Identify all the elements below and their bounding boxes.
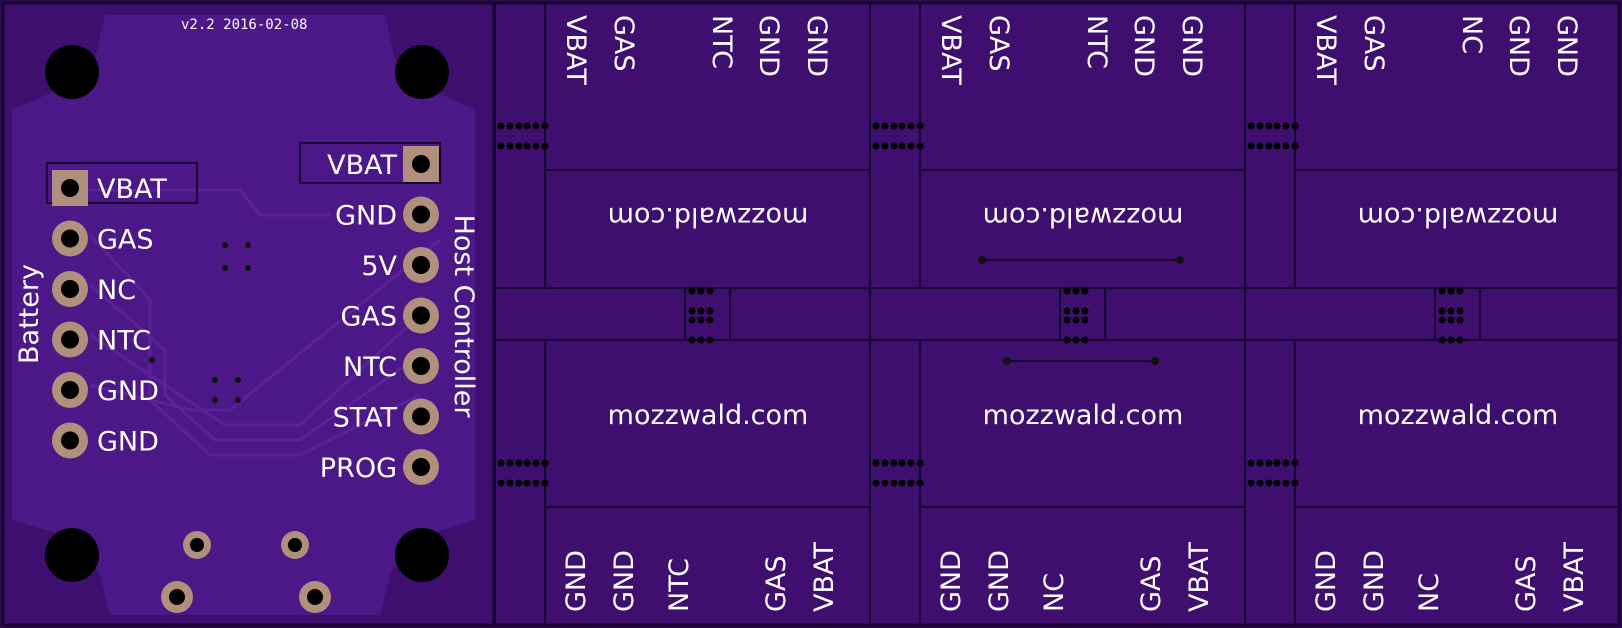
host-pin-prog: PROG [320, 449, 439, 485]
top-pin-label: NTC [706, 15, 737, 69]
battery-side-label: Battery [14, 264, 45, 364]
bottom-pin-label: GAS [1511, 555, 1542, 612]
mounting-hole-icon [45, 45, 99, 99]
top-pin-label: GND [801, 15, 832, 77]
battery-pin-label: GAS [97, 225, 154, 256]
bottom-pin-label: NC [1414, 573, 1445, 612]
battery-pin-label: GND [97, 427, 159, 458]
top-pin-label: GAS [983, 15, 1014, 72]
top-pin-label: NTC [1081, 15, 1112, 69]
host-pin-ntc: NTC [343, 348, 439, 384]
bottom-pin-label: GND [561, 550, 592, 612]
battery-pin-gas: GAS [52, 220, 154, 257]
bottom-pin-label: VBAT [1559, 542, 1590, 612]
website-label: mozzwald.com [983, 400, 1184, 431]
bottom-pin-label: GND [609, 550, 640, 612]
main-board: v2.2 2016-02-08 VBAT GAS NC NTC GND GND VBAT G… [1, 1, 496, 627]
host-pin-5v: 5V [361, 247, 439, 283]
bottom-pin-label: GND [1359, 550, 1390, 612]
battery-pin-label: NTC [97, 326, 151, 357]
version-label: v2.2 2016-02-08 [181, 17, 307, 33]
bottom-pin-label: NTC [664, 558, 695, 612]
host-pin-label: GND [335, 201, 397, 232]
bottom-pin-label: GND [984, 550, 1015, 612]
top-pin-label: GAS [1358, 15, 1389, 72]
website-label: mozzwald.com [1358, 201, 1559, 232]
host-pin-gas: GAS [340, 297, 439, 334]
host-controller-side-label: Host Controller [448, 215, 479, 419]
battery-pin-label: VBAT [97, 174, 167, 205]
mounting-hole-icon [395, 45, 449, 99]
website-label: mozzwald.com [608, 400, 809, 431]
bottom-pin-label: NC [1039, 573, 1070, 612]
battery-pin-nc: NC [52, 271, 136, 307]
top-pin-label: GND [753, 15, 784, 77]
host-pin-label: VBAT [327, 150, 397, 181]
host-pin-label: GAS [340, 302, 397, 333]
host-pin-label: STAT [333, 403, 398, 434]
battery-pin-vbat: VBAT [52, 170, 167, 206]
host-pin-gnd: GND [335, 196, 439, 233]
top-pin-label: GND [1176, 15, 1207, 77]
host-pin-label: PROG [320, 453, 397, 484]
host-pin-vbat: VBAT [327, 146, 439, 182]
bottom-pin-label: GAS [761, 555, 792, 612]
bottom-pin-label: VBAT [1184, 542, 1215, 612]
bottom-pin-label: GND [1311, 550, 1342, 612]
mounting-hole-icon [395, 528, 449, 582]
website-label: mozzwald.com [608, 201, 809, 232]
battery-pin-gnd: GND [52, 422, 159, 459]
top-pin-label: VBAT [935, 15, 966, 85]
host-pin-stat: STAT [333, 398, 439, 435]
host-pin-label: NTC [343, 352, 397, 383]
battery-pin-label: GND [97, 376, 159, 407]
website-label: mozzwald.com [1358, 400, 1559, 431]
usb-connector-pads [161, 531, 331, 613]
bottom-pin-label: VBAT [809, 542, 840, 612]
top-pin-label: GND [1551, 15, 1582, 77]
top-pin-label: GND [1128, 15, 1159, 77]
top-pin-label: VBAT [1310, 15, 1341, 85]
battery-pin-ntc: NTC [52, 321, 151, 358]
mounting-hole-icon [45, 528, 99, 582]
top-pin-label: NC [1456, 15, 1487, 54]
host-pin-label: 5V [361, 251, 397, 282]
battery-pin-gnd: GND [52, 372, 159, 408]
bottom-pin-label: GAS [1136, 555, 1167, 612]
top-pin-label: GAS [608, 15, 639, 72]
top-pin-label: GND [1503, 15, 1534, 77]
battery-pin-label: NC [97, 275, 136, 306]
bottom-pin-label: GND [936, 550, 967, 612]
top-pin-label: VBAT [560, 15, 591, 85]
website-label: mozzwald.com [983, 201, 1184, 232]
